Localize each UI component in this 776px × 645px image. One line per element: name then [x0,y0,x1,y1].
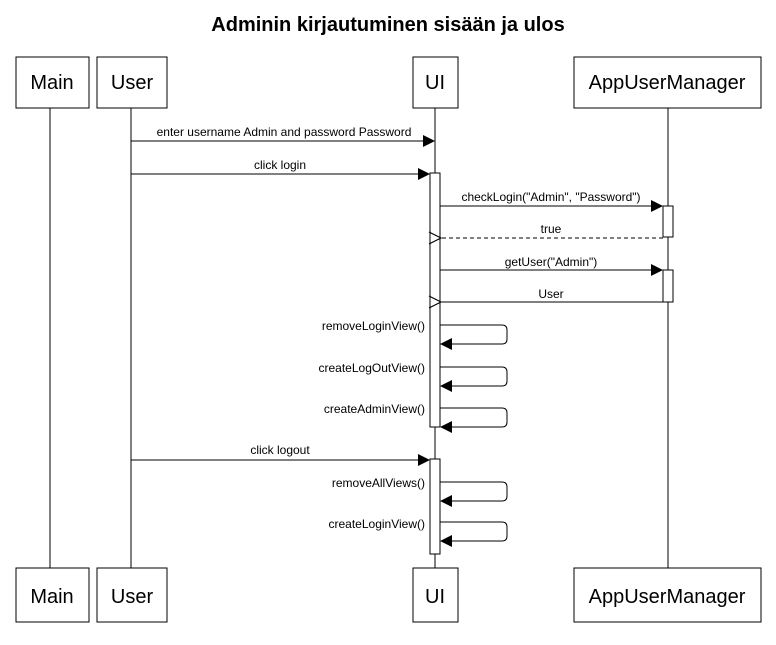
activation-ui-logout [429,458,441,555]
message-label: createLoginView() [329,517,426,531]
message-label: User [538,287,563,301]
message-return-user: User [441,287,663,302]
message-click-logout: click logout [131,443,430,466]
participant-label: AppUserManager [589,586,746,608]
message-label: click login [254,158,306,172]
message-label: createLogOutView() [319,361,426,375]
participant-app-user-manager-top: AppUserManager [573,56,762,109]
participant-user-bottom: User [96,567,168,623]
activation-manager-check-login [662,205,674,238]
message-label: true [541,222,562,236]
participant-label: AppUserManager [589,72,746,94]
message-label: removeAllViews() [332,476,425,490]
message-label: removeLoginView() [322,319,425,333]
participant-label: Main [30,72,73,94]
message-label: getUser("Admin") [505,255,598,269]
message-check-login: checkLogin("Admin", "Password") [440,190,663,212]
self-call-remove-all-views: removeAllViews() [332,476,508,507]
participant-ui-bottom: UI [412,567,459,623]
message-click-login: click login [131,158,430,180]
self-call-create-logout-view: createLogOutView() [319,361,508,392]
self-call-create-admin-view: createAdminView() [324,402,508,433]
participant-ui-top: UI [412,56,459,109]
message-return-true: true [441,222,663,238]
activation-manager-get-user [662,269,674,303]
participant-main-bottom: Main [15,567,90,623]
participant-user-top: User [96,56,168,109]
message-enter-credentials: enter username Admin and password Passwo… [131,125,435,147]
self-call-remove-login-view: removeLoginView() [322,319,508,350]
participant-label: User [111,586,154,608]
participant-label: UI [425,72,445,94]
message-label: createAdminView() [324,402,425,416]
participant-main-top: Main [15,56,90,109]
self-call-create-login-view: createLoginView() [329,517,508,547]
message-label: click logout [250,443,310,457]
activation-ui-login [429,172,441,428]
participant-label: UI [425,586,445,608]
participant-label: User [111,72,154,94]
diagram-title: Adminin kirjautuminen sisään ja ulos [211,14,564,36]
message-get-user: getUser("Admin") [440,255,663,276]
message-label: checkLogin("Admin", "Password") [461,190,640,204]
message-label: enter username Admin and password Passwo… [157,125,412,139]
participant-label: Main [30,586,73,608]
participant-app-user-manager-bottom: AppUserManager [573,567,762,623]
